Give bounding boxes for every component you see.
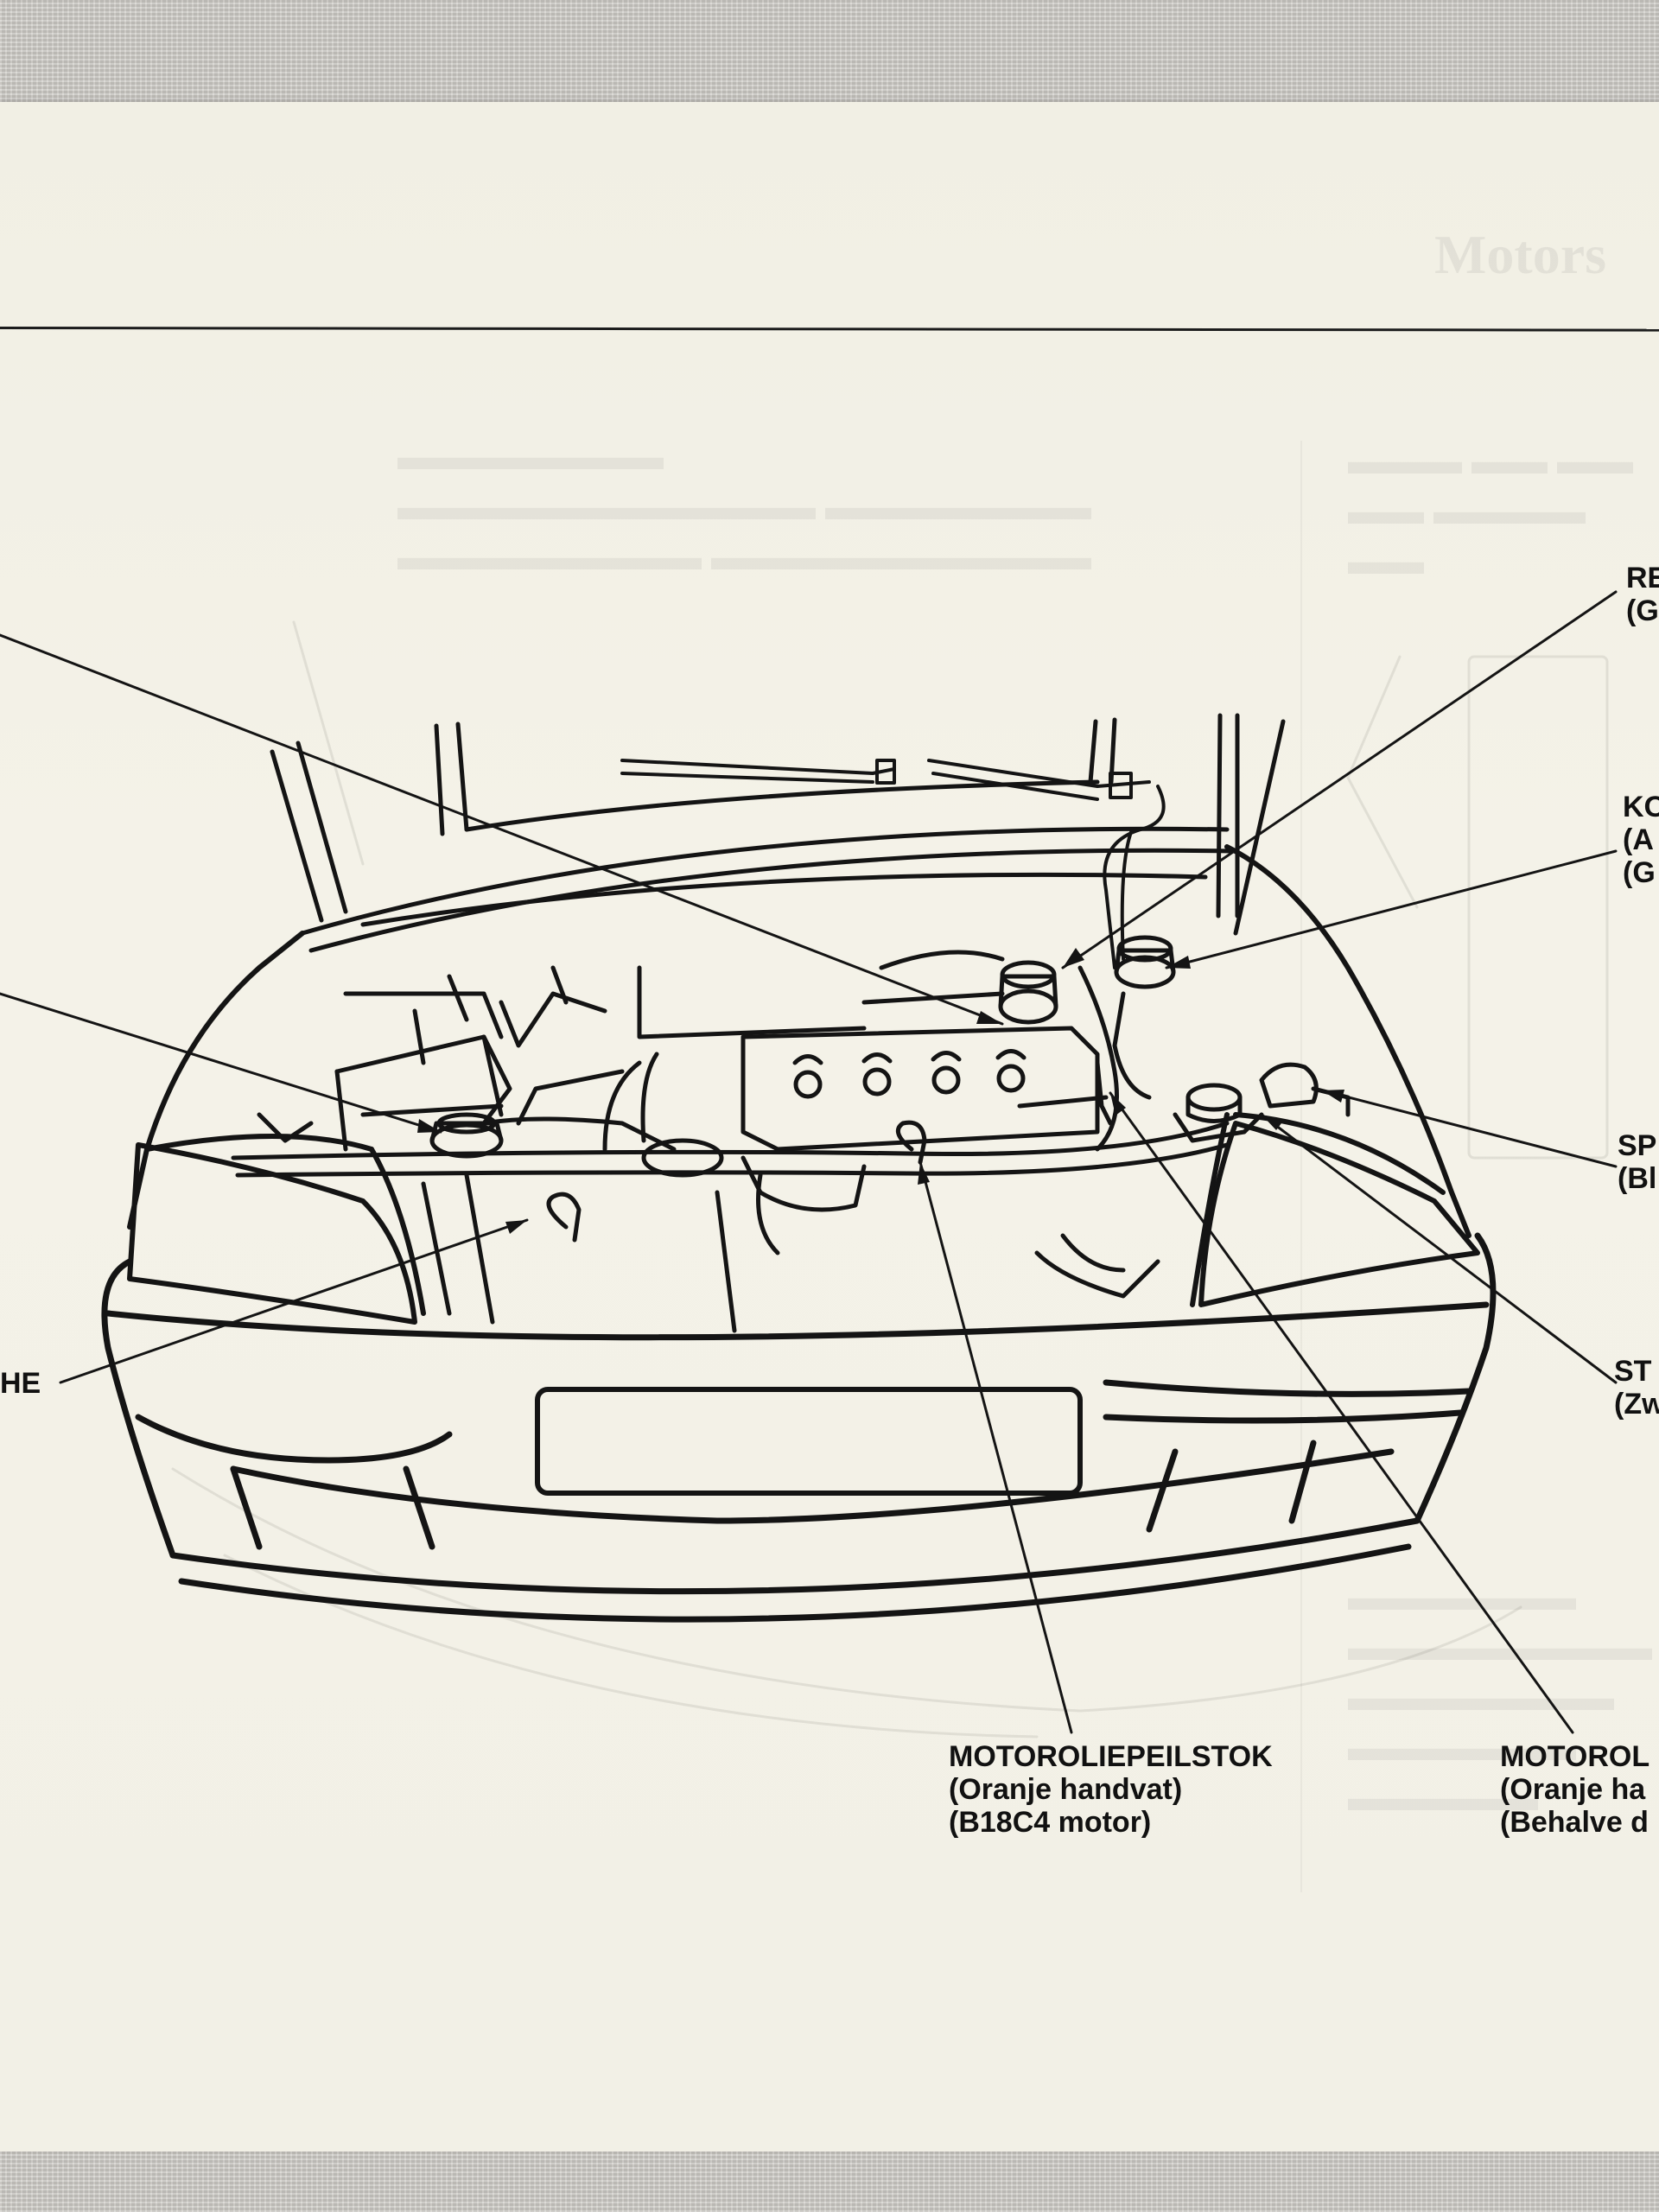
label-coolant-line2: (A	[1623, 823, 1654, 856]
label-dipstick-other-line1: MOTOROL	[1500, 1740, 1650, 1773]
wiper-arms	[620, 759, 1166, 969]
label-reservoir-line2: (G	[1626, 594, 1659, 627]
leader-lines	[0, 590, 1618, 1734]
label-reservoir: RE (G	[1626, 562, 1659, 627]
cowl	[300, 779, 1234, 953]
label-dipstick-other-line3: (Behalve d	[1500, 1806, 1649, 1839]
brake-reservoir	[998, 960, 1119, 1152]
label-washer-line1: SP	[1618, 1129, 1657, 1162]
engine-bay-outline	[127, 844, 1471, 1316]
front-bumper	[101, 1232, 1497, 1623]
label-coolant: KO (A (G	[1623, 791, 1659, 889]
coolant-cap	[1112, 935, 1176, 1100]
hood-stays	[270, 713, 1286, 936]
headlights	[127, 1121, 1480, 1325]
bleed-through-column-rule	[1300, 441, 1302, 1892]
label-coolant-line1: KO	[1623, 791, 1659, 823]
label-reservoir-line1: RE	[1626, 562, 1659, 594]
label-steering-line2: (Zw	[1614, 1388, 1659, 1421]
label-dipstick-other: MOTOROL (Oranje ha (Behalve d	[1500, 1740, 1649, 1839]
label-steering-line1: ST	[1614, 1355, 1652, 1388]
bleed-through-text-left: ▬▬▬▬▬▬▬▬▬▬▬▬▬▬▬▬▬▬ ▬▬▬▬▬▬▬▬▬▬▬▬▬▬▬ ▬▬▬▬▬…	[397, 435, 1091, 578]
label-coolant-line3: (G	[1623, 856, 1656, 889]
label-dipstick-other-line2: (Oranje ha	[1500, 1773, 1646, 1806]
label-dipstick-b18c4-line2: (Oranje handvat)	[949, 1773, 1183, 1806]
label-left-cut: HE	[0, 1367, 41, 1400]
manual-page	[0, 102, 1659, 2152]
dipstick-handles	[546, 1060, 1113, 1243]
label-washer-line2: (Bl	[1618, 1162, 1657, 1195]
washer-cap	[1259, 1062, 1351, 1117]
bleed-through-header: Motors	[1434, 224, 1607, 285]
bleed-through-text-bottom: ▬▬▬▬▬▬▬▬▬▬▬▬▬▬▬▬▬▬▬▬▬▬▬▬▬▬▬▬▬▬▬▬	[1348, 1576, 1652, 1819]
battery-area	[257, 965, 607, 1152]
leader-arrowheads	[417, 948, 1344, 1234]
radiator-cap	[429, 1112, 724, 1178]
label-dipstick-b18c4: MOTOROLIEPEILSTOK (Oranje handvat) (B18C…	[949, 1740, 1273, 1839]
bleed-through-car	[171, 620, 1609, 1738]
label-dipstick-b18c4-line3: (B18C4 motor)	[949, 1806, 1152, 1839]
label-washer: SP (Bl	[1618, 1129, 1656, 1195]
label-dipstick-b18c4-line1: MOTOROLIEPEILSTOK	[949, 1740, 1273, 1773]
radiator-support	[231, 1121, 1230, 1333]
label-left-cut-line1: HE	[0, 1367, 41, 1400]
bleed-through-text-right: ▬▬▬ ▬▬ ▬▬▬▬ ▬▬▬▬ ▬▬	[1348, 440, 1633, 582]
ignition-coils	[792, 1049, 1027, 1099]
steering-reservoir	[1173, 1083, 1264, 1143]
label-steering: ST (Zw	[1614, 1355, 1659, 1421]
license-plate-recess	[535, 1387, 1083, 1496]
